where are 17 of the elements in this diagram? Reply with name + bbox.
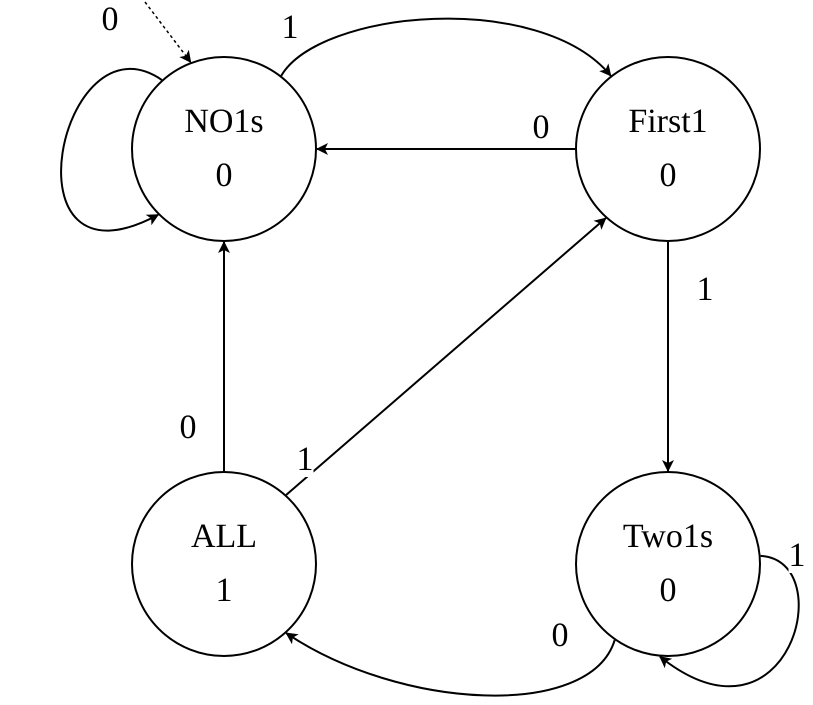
state-output: 1 <box>216 574 232 608</box>
arrow <box>662 242 674 472</box>
arrow <box>286 217 607 496</box>
self-loop-arrow <box>60 68 162 230</box>
state-output: 0 <box>660 159 676 193</box>
state-name: NO1s <box>184 105 264 139</box>
arrow <box>144 2 192 63</box>
arrow <box>285 632 616 696</box>
arrow <box>218 241 230 471</box>
arrow <box>316 143 575 155</box>
state-name: Two1s <box>622 520 714 554</box>
state-name: ALL <box>190 520 258 554</box>
state-output: 0 <box>216 159 232 193</box>
self-loop-arrow <box>659 554 800 686</box>
state-name: First1 <box>628 105 708 139</box>
arrow <box>280 18 612 76</box>
state-output: 0 <box>660 574 676 608</box>
